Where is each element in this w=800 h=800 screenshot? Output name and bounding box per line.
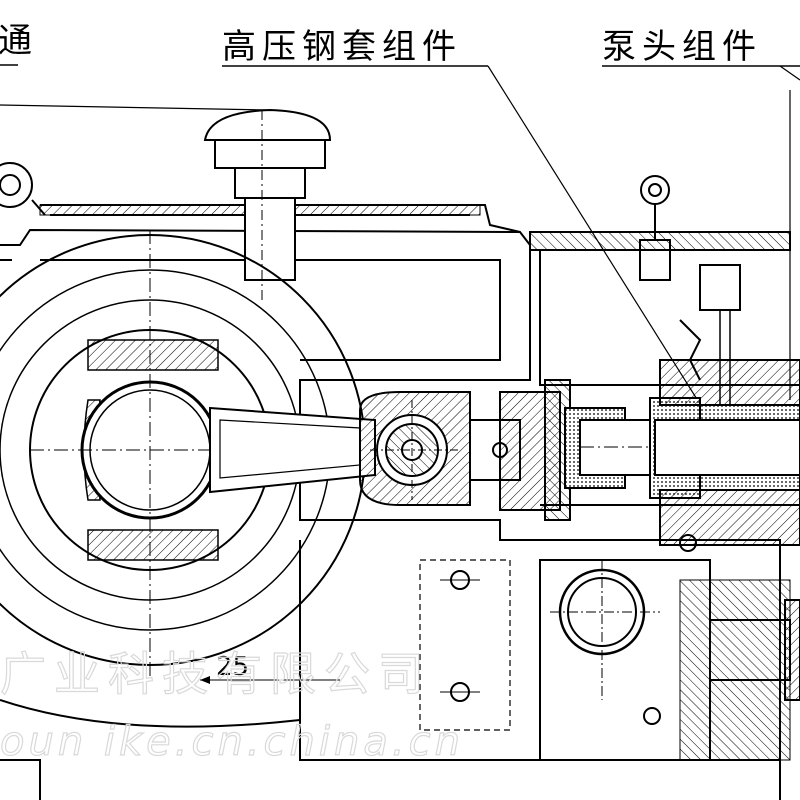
dimension-value: 25 (216, 652, 249, 682)
crosshead-guide (469, 379, 571, 521)
crosshead (359, 391, 471, 506)
lower-left-outline (0, 699, 301, 800)
callout-labels: 通 高压钢套组件 泵头组件 (0, 21, 800, 67)
lower-base (419, 534, 800, 761)
lifting-lug-left (0, 162, 46, 216)
watermark-cn: 广业科技有限公司 (0, 647, 432, 701)
callout-left-partial: 通 (0, 21, 32, 61)
crank-bearing-assembly (0, 230, 366, 680)
high-pressure-sleeve (564, 397, 800, 499)
breather-cap (203, 108, 332, 300)
callout-pump-head: 泵头组件 (602, 27, 762, 67)
callout-high-pressure-sleeve: 高压钢套组件 (222, 27, 462, 67)
connecting-rod (209, 406, 376, 494)
watermark-url: oun ike.cn.china.cn (0, 719, 464, 765)
watermark: 广业科技有限公司 oun ike.cn.china.cn (0, 646, 464, 765)
dimension-annotation: 25 (200, 652, 340, 684)
